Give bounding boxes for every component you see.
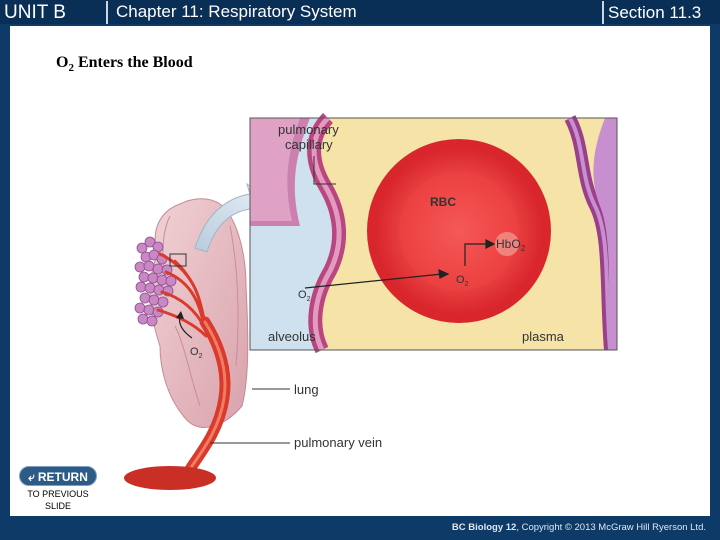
footer-text: , Copyright © 2013 McGraw Hill Ryerson L… xyxy=(516,522,706,533)
o2-diffusion-arrow xyxy=(304,239,496,289)
return-arrow-icon: ⤶ xyxy=(28,470,35,484)
title-subscript: 2 xyxy=(68,62,74,75)
label-lung: lung xyxy=(294,382,319,397)
return-caption-line2: SLIDE xyxy=(44,501,71,511)
return-caption-line1: TO PREVIOUS xyxy=(27,489,89,499)
pulmonary-vein xyxy=(156,252,231,482)
label-rbc: RBC xyxy=(430,195,456,209)
label-plasma: plasma xyxy=(522,329,565,344)
section-label: Section 11.3 xyxy=(608,3,702,22)
lung-o2-arrow xyxy=(176,311,193,339)
label-pulmonary: pulmonary xyxy=(278,122,339,137)
slide-title: O2 Enters the Blood xyxy=(56,54,193,74)
slide-panel: O2 Enters the Blood xyxy=(10,26,710,516)
header-bar: UNIT B Chapter 11: Respiratory System Se… xyxy=(0,0,720,24)
label-capillary: capillary xyxy=(285,137,333,152)
return-label: RETURN xyxy=(37,470,88,484)
title-rest: Enters the Blood xyxy=(73,54,193,71)
header-divider xyxy=(602,1,604,24)
red-blood-cell xyxy=(367,139,551,323)
label-alveolus: alveolus xyxy=(268,329,316,344)
title-o: O xyxy=(56,54,69,71)
label-hbo2: HbO2 xyxy=(496,237,526,253)
label-o2-cell: O2 xyxy=(456,274,469,288)
chapter-title: Chapter 11: Respiratory System xyxy=(116,2,357,21)
header-divider xyxy=(106,1,108,24)
return-button[interactable]: ⤶RETURN xyxy=(19,466,97,486)
return-caption: TO PREVIOUS SLIDE xyxy=(18,488,98,512)
respiratory-figure: O2 xyxy=(124,113,618,490)
vein-base xyxy=(124,466,216,490)
label-o2-alveolus: O2 xyxy=(298,289,311,303)
label-leader xyxy=(313,156,336,185)
footer-copyright: BC Biology 12, Copyright © 2013 McGraw H… xyxy=(452,522,706,533)
zoom-box xyxy=(169,253,187,267)
hbo2-glow xyxy=(495,232,519,256)
footer-brand: BC Biology 12 xyxy=(451,522,517,533)
unit-label: UNIT B xyxy=(4,2,66,23)
lung-o2-label: O2 xyxy=(190,346,203,360)
label-pulmonary-vein: pulmonary vein xyxy=(294,435,382,450)
